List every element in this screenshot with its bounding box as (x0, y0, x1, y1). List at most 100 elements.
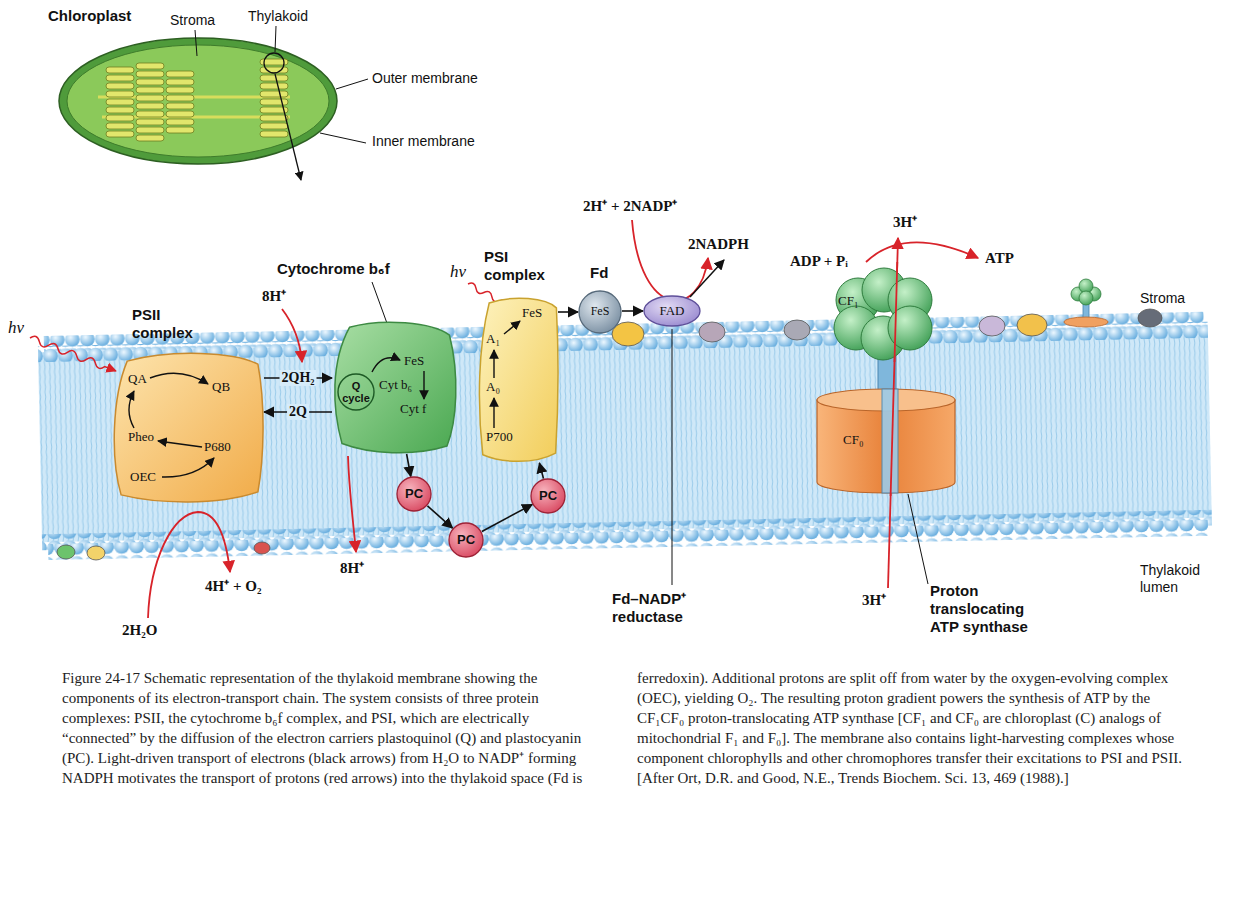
electron-arrow (622, 310, 643, 312)
cofactor-label: Pheo (128, 430, 154, 445)
electron-arrow (690, 260, 724, 297)
chloroplast-shape (106, 131, 134, 137)
chloroplast-shape (67, 45, 329, 157)
chloroplast-shape (166, 79, 194, 85)
psii-complex-shape (114, 353, 263, 502)
cofactor-label: CF₀ (843, 433, 863, 448)
cytochrome-complex-shape (335, 322, 456, 453)
proton-arrow (348, 456, 356, 552)
chloroplast-shape (106, 83, 134, 89)
cofactor-label: FeS (522, 306, 542, 321)
cofactor-label: P700 (486, 430, 513, 445)
small-atp-synthase (1064, 317, 1108, 327)
chloroplast-shape (106, 75, 134, 81)
diagram-label: hν (450, 262, 466, 282)
psi-complex: PSI complexFeSA₁A₀P700 (478, 298, 558, 463)
plastocyanin: PC (448, 522, 484, 558)
chloroplast-shape (136, 111, 164, 117)
proton-arrow (148, 220, 978, 618)
chloroplast-shape (136, 95, 164, 101)
cofactor-label: FeS (404, 354, 424, 369)
membrane-protein (57, 309, 1162, 560)
plastocyanin: PC (396, 476, 432, 512)
chloroplast-shape (260, 123, 288, 129)
ferredoxin: FdFeS (578, 290, 622, 334)
membrane-protein (87, 546, 105, 560)
ferredoxin-shape (579, 291, 621, 333)
cofactor-label: PC (405, 487, 423, 502)
diagram-label: 2H₂O (122, 622, 157, 639)
cytochrome-complex-shape (423, 371, 424, 399)
chloroplast-shape (260, 99, 288, 105)
diagram-label: Thylakoid lumen (1140, 562, 1220, 596)
chloroplast-shape (260, 67, 288, 73)
psi-complex-shape (504, 321, 520, 334)
cofactor-label: A₀ (486, 380, 500, 395)
chloroplast-shape (136, 103, 164, 109)
chloroplast-shape (166, 103, 194, 109)
electron-arrow (427, 506, 452, 528)
lipid-bilayer (38, 312, 1212, 560)
cofactor-label: OEC (130, 470, 156, 485)
plastocyanin: PC (530, 478, 566, 514)
psi-complex-shape (479, 298, 557, 461)
cofactor-label: CF₁ (838, 294, 858, 309)
complex-heading: PSII complex (132, 306, 212, 342)
cofactor-label: FeS (591, 305, 610, 319)
chloroplast-shape (106, 67, 134, 73)
chloroplast-shape (106, 107, 134, 113)
figure-heading: Chloroplast (48, 7, 131, 25)
figure-caption: Figure 24-17 Schematic representation of… (62, 668, 1182, 788)
chloroplast: Chloroplast (58, 37, 338, 165)
diagram-label: Fd–NADP⁺ reductase (612, 590, 724, 626)
psi-complex-shape (479, 298, 557, 461)
chloroplast-shape (58, 37, 338, 165)
cofactor-label: Cyt b₆ (379, 378, 412, 393)
membrane-protein (784, 320, 810, 340)
chloroplast-shape (136, 63, 164, 69)
cf0-base-shape (891, 388, 894, 496)
chloroplast-shape (106, 115, 134, 121)
psii-complex-shape (150, 373, 208, 384)
cf0-base-shape (815, 388, 957, 496)
cofactor-label: QA (128, 372, 147, 387)
edge-label: 2QH₂ (280, 370, 317, 386)
diagram-label: hν (8, 318, 24, 338)
cofactor-label: Cyt f (400, 402, 426, 417)
cofactor-label: Q cycle (338, 380, 374, 404)
leader-line (372, 282, 928, 585)
electron-arrow (482, 505, 532, 532)
chloroplast-shape (260, 75, 288, 81)
diagram-label: 3H⁺ (893, 214, 917, 231)
cf0-base: CF₀ (815, 388, 957, 496)
diagram-label: Proton translocating ATP synthase (930, 582, 1055, 636)
chloroplast-shape (166, 111, 194, 117)
chloroplast-shape (166, 127, 194, 133)
small-atp-synthase (1064, 279, 1108, 327)
cytochrome-complex-shape (372, 358, 400, 372)
fad-reductase: FAD (643, 295, 701, 327)
chloroplast-shape (106, 123, 134, 129)
chloroplast-shape (136, 127, 164, 133)
fad-reductase-shape (644, 296, 700, 326)
electron-arrow (558, 311, 578, 313)
diagram-label: Inner membrane (372, 133, 475, 150)
diagram-label: 2NADPH (688, 236, 749, 253)
chloroplast-shape (166, 119, 194, 125)
electron-arrow (690, 260, 724, 297)
psii-complex-shape (158, 441, 202, 447)
chloroplast-shape (106, 99, 134, 105)
complex-heading: PSI complex (484, 248, 550, 284)
membrane-protein (254, 542, 270, 554)
chloroplast-shape (275, 74, 301, 180)
electron-arrow (539, 463, 543, 479)
chloroplast-shape (264, 53, 284, 73)
membrane-protein (699, 322, 725, 342)
edge-label: 2Q (287, 404, 309, 420)
psii-complex: PSII complexQAQBPheoP680OEC (112, 352, 264, 504)
chloroplast-shape (260, 91, 288, 97)
membrane-protein (57, 545, 75, 559)
complex-heading: Fd (590, 264, 608, 282)
cf0-base-shape (882, 389, 898, 493)
small-atp-synthase (1079, 291, 1093, 305)
